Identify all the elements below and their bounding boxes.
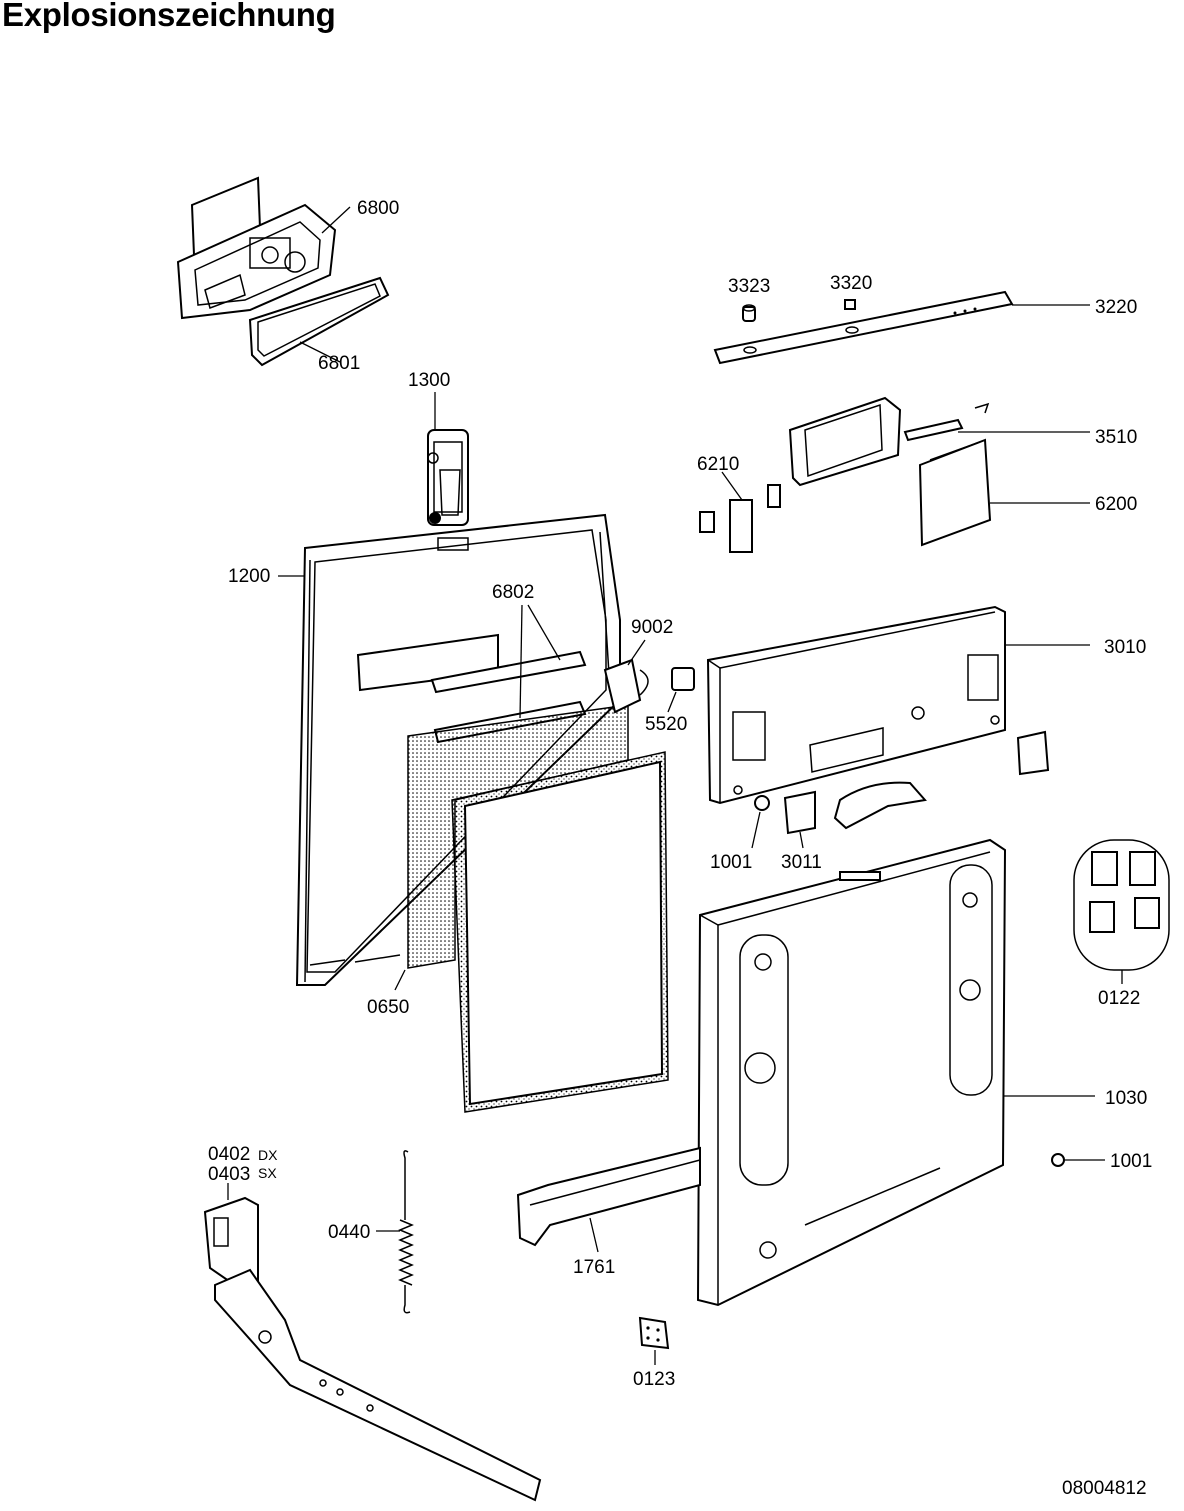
part-3220-rail	[713, 290, 1090, 365]
label-1001-b: 1001	[1110, 1151, 1152, 1172]
label-5520: 5520	[645, 714, 687, 735]
part-1030-outer-door	[696, 838, 1095, 1307]
label-3220: 3220	[1095, 297, 1137, 318]
part-3510-connector	[903, 402, 1090, 442]
label-3010: 3010	[1104, 637, 1146, 658]
part-3323-bushing	[742, 304, 756, 322]
label-3320: 3320	[830, 273, 872, 294]
part-electronics-housing	[788, 396, 902, 487]
label-3510: 3510	[1095, 427, 1137, 448]
label-6802: 6802	[492, 582, 534, 603]
document-number: 08004812	[1062, 1478, 1147, 1499]
label-6200: 6200	[1095, 494, 1137, 515]
part-3011-cover	[751, 730, 1050, 849]
label-1200: 1200	[228, 566, 270, 587]
part-1300-lock	[427, 392, 469, 526]
label-6210: 6210	[697, 454, 739, 475]
label-6801: 6801	[318, 353, 360, 374]
label-1300: 1300	[408, 370, 450, 391]
label-1001-a: 1001	[710, 852, 752, 873]
part-3010-control-panel	[706, 605, 1090, 805]
label-1761: 1761	[573, 1257, 615, 1278]
label-0650: 0650	[367, 997, 409, 1018]
part-0440-spring	[376, 1150, 414, 1314]
part-1761-bar	[516, 1146, 701, 1253]
label-1030: 1030	[1105, 1088, 1147, 1109]
part-9002-bracket	[603, 639, 649, 714]
label-0402: 0402	[208, 1144, 250, 1165]
part-0123-bracket	[638, 1316, 670, 1365]
part-6210-switch	[699, 471, 781, 553]
label-9002: 9002	[631, 617, 673, 638]
part-door-board	[451, 751, 669, 1113]
label-0440: 0440	[328, 1222, 370, 1243]
label-0122: 0122	[1098, 988, 1140, 1009]
part-5520-clip	[667, 667, 695, 713]
label-3323: 3323	[728, 276, 770, 297]
part-3320-nut	[844, 299, 856, 310]
part-0402-hinge	[203, 1183, 542, 1502]
label-0403: 0403	[208, 1164, 250, 1185]
label-0403-suffix: SX	[258, 1165, 277, 1181]
part-6800-dispenser	[176, 176, 351, 320]
diagram-title: Explosionszeichnung	[2, 0, 336, 33]
part-0122-kit	[1073, 839, 1170, 984]
part-handle	[833, 781, 927, 830]
label-0123: 0123	[633, 1369, 675, 1390]
part-1001-screw	[1051, 1153, 1105, 1167]
part-6801-gasket	[248, 276, 390, 367]
label-6800: 6800	[357, 198, 399, 219]
label-0402-suffix: DX	[258, 1147, 278, 1163]
label-3011: 3011	[781, 852, 822, 873]
part-6200-circuit-board	[918, 438, 1090, 547]
